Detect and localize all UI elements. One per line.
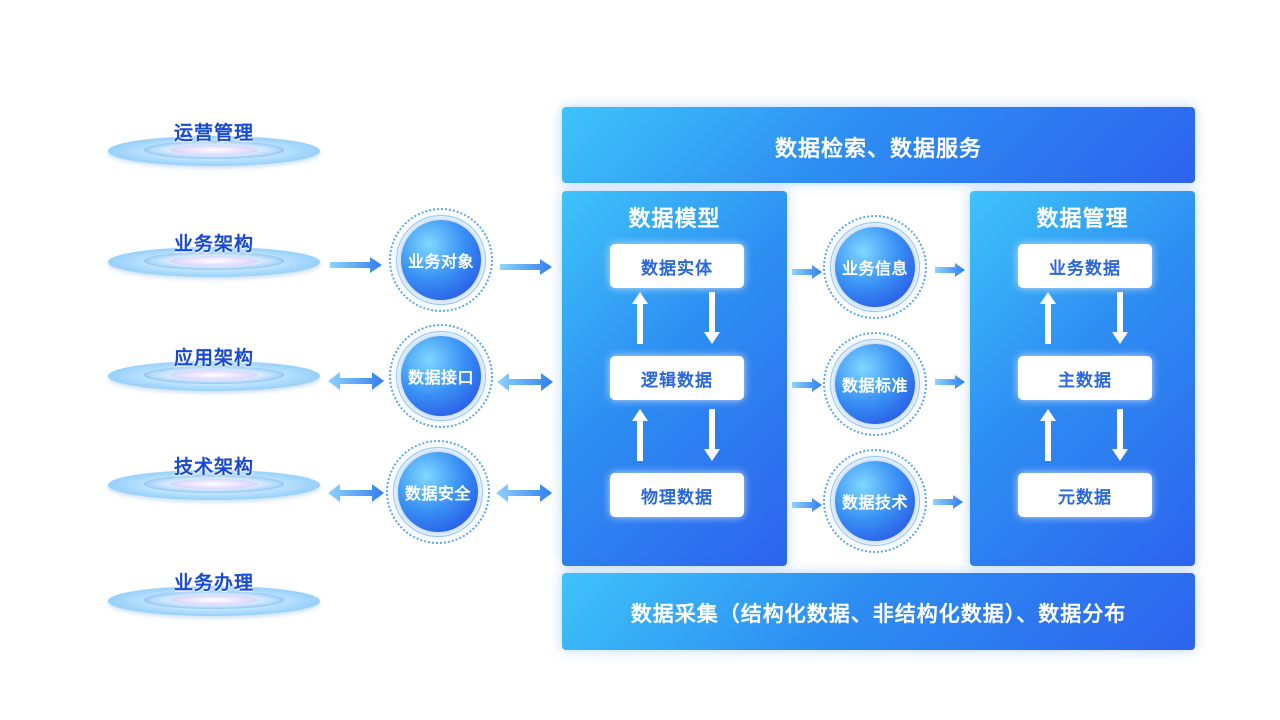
box-label-data-entity: 数据实体 [641,258,713,279]
down-arrow-icon [1112,409,1128,461]
circle-data-interface: 数据接口 [389,324,493,428]
box-master-data: 主数据 [1018,356,1152,400]
box-label-logical-data: 逻辑数据 [641,370,713,391]
data-model-panel: 数据模型 数据实体 逻辑数据 物理数据 [562,191,787,566]
circle-core: 业务对象 [401,220,481,300]
box-physical-data: 物理数据 [610,473,744,517]
dotted-ring [386,440,490,544]
platform-technical-arch: 技术架构 [108,452,320,512]
platform-label-business-arch: 业务架构 [173,233,254,255]
circle-core: 数据技术 [835,461,915,541]
dotted-ring [823,215,927,319]
box-label-business-data: 业务数据 [1049,258,1121,279]
inner-ring [396,331,486,421]
platform-business-handling: 业务办理 [108,568,320,628]
circle-label-business-object: 业务对象 [407,252,474,271]
circle-data-security: 数据安全 [386,440,490,544]
up-arrow-icon [1040,409,1056,461]
double-arrow-icon [328,484,384,502]
platform-application-arch: 应用架构 [108,343,320,403]
dotted-ring [389,324,493,428]
dotted-ring [823,449,927,553]
double-arrow-icon [328,372,384,390]
data-management-title: 数据管理 [1036,207,1129,232]
circle-core: 业务信息 [835,227,915,307]
box-metadata: 元数据 [1018,473,1152,517]
platform-disc [108,136,320,166]
right-arrow-icon [792,378,822,392]
platform-disc [108,586,320,616]
top-banner-text: 数据检索、数据服务 [774,137,982,162]
inner-ring [393,447,483,537]
up-arrow-icon [632,292,648,344]
circle-label-data-interface: 数据接口 [407,368,474,387]
platform-label-application-arch: 应用架构 [173,347,254,369]
circle-core: 数据标准 [835,344,915,424]
circle-business-info: 业务信息 [823,215,927,319]
up-arrow-icon [632,409,648,461]
circle-core: 数据安全 [398,452,478,532]
right-arrow-icon [792,498,822,512]
up-arrow-icon [1040,292,1056,344]
right-arrow-icon [933,495,963,509]
down-arrow-icon [1112,292,1128,344]
box-label-metadata: 元数据 [1058,487,1112,508]
inner-ring [830,456,920,546]
inner-ring [830,339,920,429]
platform-label-operations: 运营管理 [173,122,254,144]
right-arrow-icon [792,265,822,279]
double-arrow-icon [496,484,552,502]
platform-operations: 运营管理 [108,118,320,178]
top-banner: 数据检索、数据服务 [562,107,1195,183]
right-arrow-icon [935,263,965,277]
circle-label-data-technology: 数据技术 [841,493,908,512]
circle-business-object: 业务对象 [389,208,493,312]
circle-core: 数据接口 [401,336,481,416]
box-logical-data: 逻辑数据 [610,356,744,400]
right-arrow-icon [330,257,382,273]
inner-ring [830,222,920,312]
box-label-physical-data: 物理数据 [641,487,713,508]
inner-ring [396,215,486,305]
down-arrow-icon [704,292,720,344]
box-business-data: 业务数据 [1018,244,1152,288]
platform-disc [108,361,320,391]
platform-label-business-handling: 业务办理 [173,572,254,594]
circle-label-data-security: 数据安全 [404,484,471,503]
platform-disc [108,247,320,277]
data-management-panel: 数据管理 业务数据 主数据 元数据 [970,191,1195,566]
right-arrow-icon [935,375,965,389]
circle-label-business-info: 业务信息 [841,259,908,278]
platform-business-arch: 业务架构 [108,229,320,289]
circle-data-standard: 数据标准 [823,332,927,436]
box-label-master-data: 主数据 [1058,370,1112,391]
data-model-title: 数据模型 [628,207,721,232]
bottom-banner-text: 数据采集（结构化数据、非结构化数据）、数据分布 [630,602,1127,626]
bottom-banner: 数据采集（结构化数据、非结构化数据）、数据分布 [562,573,1195,650]
platform-label-technical-arch: 技术架构 [173,456,254,478]
double-arrow-icon [497,373,553,391]
circle-data-technology: 数据技术 [823,449,927,553]
box-data-entity: 数据实体 [610,244,744,288]
down-arrow-icon [704,409,720,461]
platform-disc [108,470,320,500]
circle-label-data-standard: 数据标准 [841,376,908,395]
dotted-ring [389,208,493,312]
right-arrow-icon [500,259,552,275]
dotted-ring [823,332,927,436]
